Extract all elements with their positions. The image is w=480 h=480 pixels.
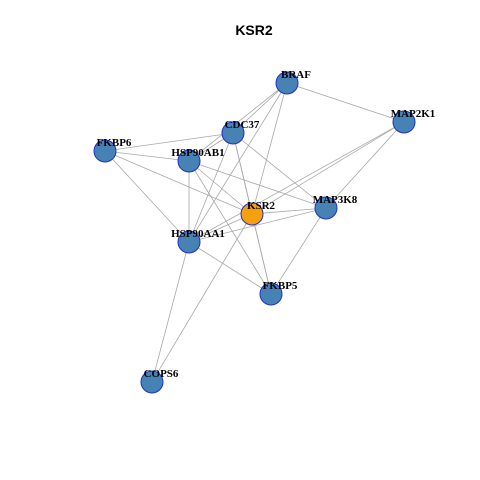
node-map2k1: MAP2K1 (391, 108, 436, 134)
node-circle-ksr2 (240, 202, 264, 226)
edge-map3k8-hsp90aa1 (188, 207, 327, 243)
node-fkbp5: FKBP5 (259, 280, 298, 306)
edge-hsp90ab1-map3k8 (188, 160, 327, 209)
node-braf: BRAF (275, 69, 311, 95)
node-map3k8: MAP3K8 (313, 194, 358, 220)
node-circle-cdc37 (221, 121, 245, 145)
node-hsp90ab1: HSP90AB1 (171, 147, 225, 173)
edge-map2k1-map3k8 (325, 121, 405, 209)
node-circle-hsp90ab1 (177, 149, 201, 173)
edge-braf-hsp90aa1 (188, 82, 288, 243)
node-circle-braf (275, 71, 299, 95)
node-circle-fkbp6 (93, 139, 117, 163)
edge-ksr2-cops6 (151, 213, 253, 383)
edge-cdc37-map3k8 (232, 132, 327, 209)
edge-cdc37-hsp90aa1 (188, 132, 234, 243)
node-label-fkbp6: FKBP6 (97, 137, 132, 149)
edge-fkbp6-hsp90ab1 (104, 150, 190, 162)
node-cdc37: CDC37 (221, 119, 260, 145)
edge-map2k1-hsp90aa1 (188, 121, 405, 243)
edge-hsp90aa1-cops6 (151, 241, 190, 383)
node-cops6: COPS6 (140, 368, 179, 394)
edge-braf-hsp90ab1 (188, 82, 288, 162)
node-label-braf: BRAF (281, 69, 311, 81)
edge-map2k1-ksr2 (251, 121, 405, 215)
edge-ksr2-fkbp5 (251, 213, 272, 295)
node-label-map3k8: MAP3K8 (313, 194, 358, 206)
node-hsp90aa1: HSP90AA1 (171, 228, 225, 254)
node-label-cops6: COPS6 (144, 368, 179, 380)
edge-fkbp6-ksr2 (104, 150, 253, 215)
node-label-map2k1: MAP2K1 (391, 108, 436, 120)
edge-ksr2-map3k8 (251, 207, 327, 215)
edge-fkbp6-hsp90aa1 (104, 150, 190, 243)
node-circle-fkbp5 (259, 282, 283, 306)
node-circle-cops6 (140, 370, 164, 394)
node-label-fkbp5: FKBP5 (263, 280, 298, 292)
edge-braf-ksr2 (251, 82, 288, 215)
diagram-title: KSR2 (235, 22, 273, 38)
node-fkbp6: FKBP6 (93, 137, 132, 163)
node-label-ksr2: KSR2 (247, 200, 276, 212)
node-ksr2: KSR2 (240, 200, 276, 226)
node-circle-map3k8 (314, 196, 338, 220)
edge-cdc37-fkbp6 (104, 132, 234, 152)
node-label-cdc37: CDC37 (225, 119, 260, 131)
edge-hsp90aa1-fkbp5 (188, 241, 272, 295)
edge-map3k8-fkbp5 (270, 207, 327, 295)
node-label-hsp90ab1: HSP90AB1 (171, 147, 224, 159)
node-circle-map2k1 (392, 110, 416, 134)
edge-hsp90ab1-ksr2 (188, 160, 253, 215)
node-label-hsp90aa1: HSP90AA1 (171, 228, 225, 240)
node-circle-hsp90aa1 (177, 230, 201, 254)
edge-braf-cdc37 (232, 82, 288, 134)
edge-braf-map2k1 (286, 82, 405, 123)
edge-hsp90ab1-fkbp5 (188, 160, 272, 295)
